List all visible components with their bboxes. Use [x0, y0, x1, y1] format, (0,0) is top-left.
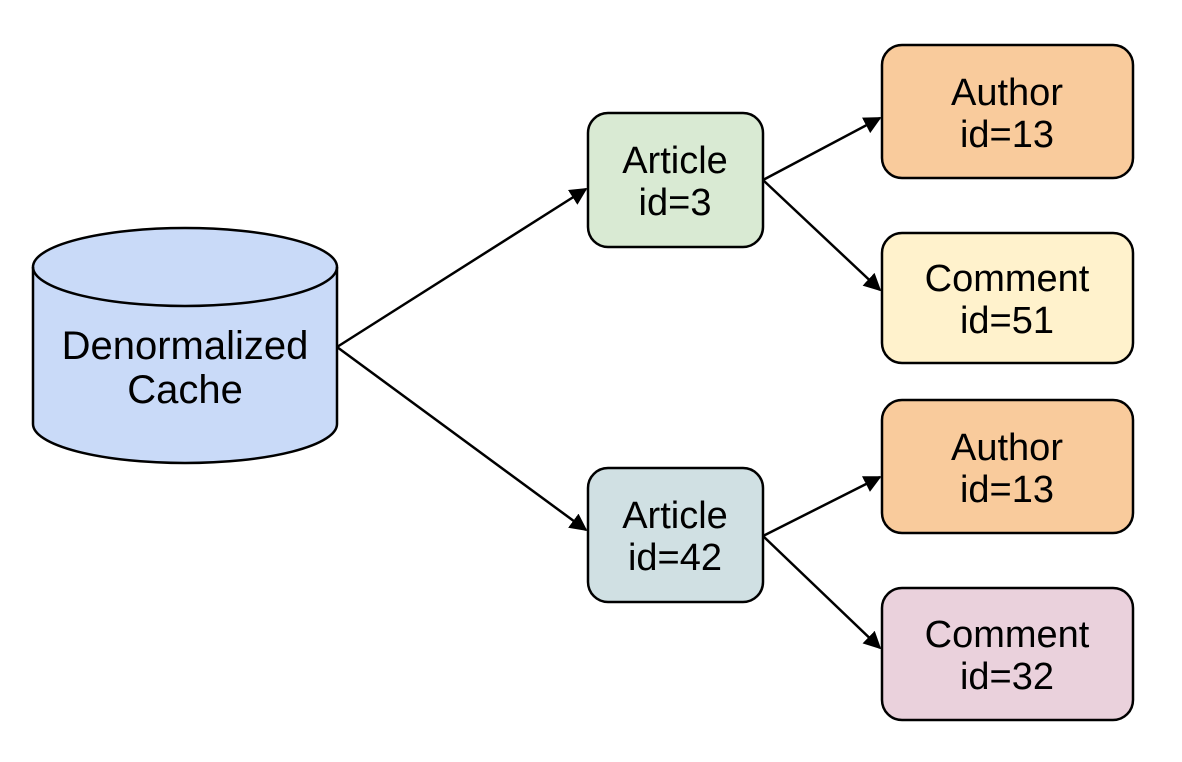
node-article-3: Article id=3	[586, 111, 765, 249]
edge-article42-to-author13	[762, 475, 882, 538]
edge-cache-to-article3	[336, 187, 588, 349]
cache-label-line1: Denormalized	[62, 324, 309, 368]
node-article-3-box	[586, 111, 765, 249]
node-article-42-id: id=42	[628, 537, 722, 579]
node-author-13-bottom-id: id=13	[960, 469, 1054, 511]
node-author-13-bottom-title: Author	[951, 427, 1063, 469]
node-comment-51-title: Comment	[925, 258, 1090, 300]
node-comment-51-box	[880, 231, 1135, 365]
node-comment-32-box	[880, 586, 1135, 722]
node-author-13-top: Author id=13	[880, 43, 1135, 180]
node-article-42-title: Article	[622, 495, 728, 537]
node-author-13-top-box	[880, 43, 1135, 180]
node-article-42-box	[586, 466, 765, 604]
node-comment-51: Comment id=51	[880, 231, 1135, 365]
cache-cylinder-node: Denormalized Cache	[31, 226, 339, 465]
node-author-13-bottom-box	[880, 398, 1135, 535]
node-article-3-title: Article	[622, 140, 728, 182]
node-author-13-top-title: Author	[951, 72, 1063, 114]
node-article-3-id: id=3	[639, 182, 712, 224]
node-author-13-bottom: Author id=13	[880, 398, 1135, 535]
cylinder-rim	[31, 266, 339, 308]
node-comment-32-title: Comment	[925, 614, 1090, 656]
node-author-13-top-id: id=13	[960, 114, 1054, 156]
edge-article3-to-comment51	[762, 179, 882, 292]
node-comment-32-id: id=32	[960, 656, 1054, 698]
cache-label-line2: Cache	[127, 368, 243, 412]
node-comment-32: Comment id=32	[880, 586, 1135, 722]
edge-cache-to-article42	[336, 345, 588, 532]
edges	[336, 116, 882, 650]
edge-article42-to-comment32	[762, 535, 882, 650]
edge-article3-to-author13	[762, 116, 882, 182]
node-comment-51-id: id=51	[960, 300, 1054, 342]
cylinder-body	[31, 226, 339, 465]
node-article-42: Article id=42	[586, 466, 765, 604]
